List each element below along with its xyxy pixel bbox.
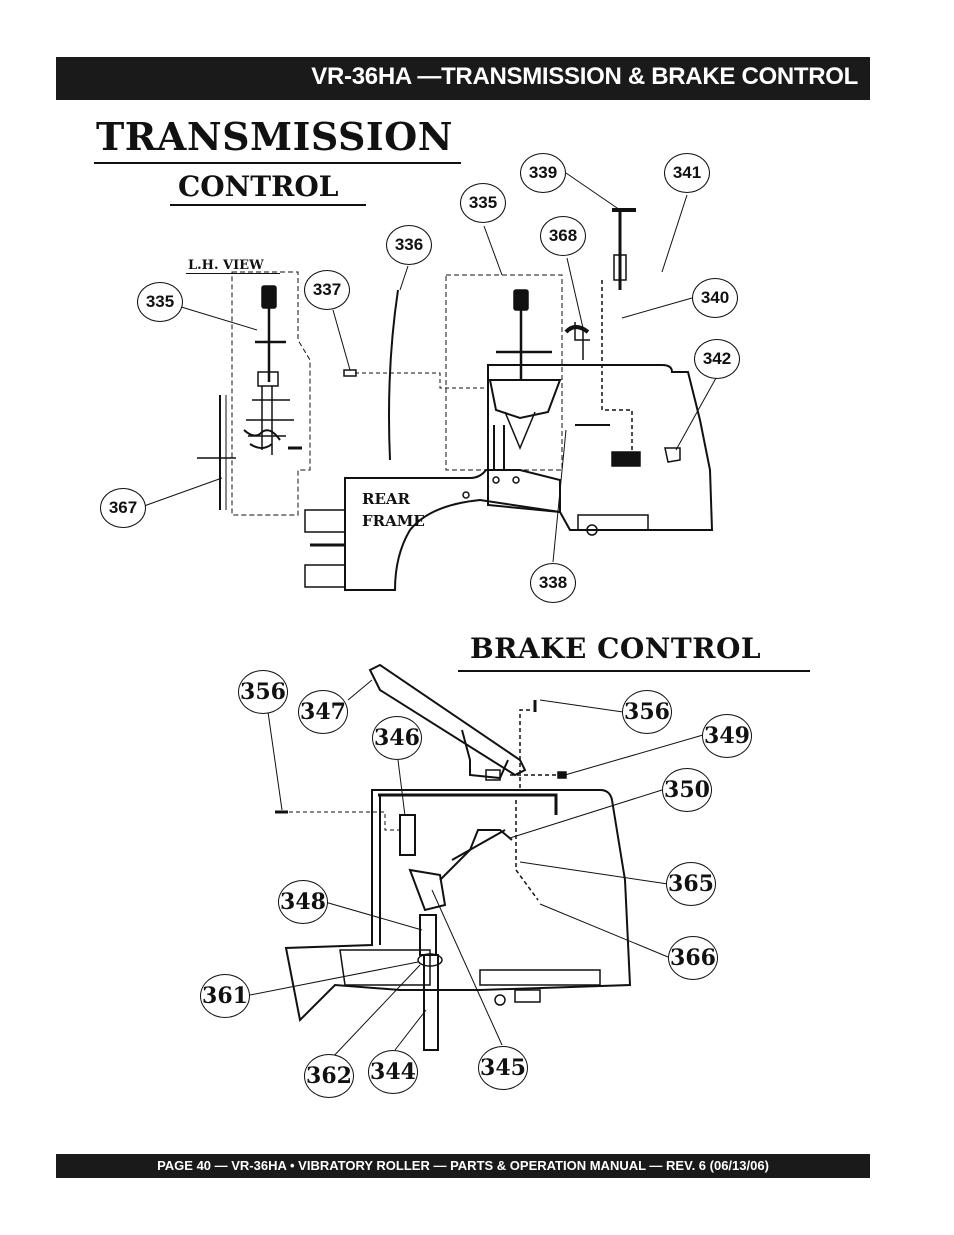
callout-335-main: 335 — [460, 183, 506, 223]
lh-view-label: L.H. VIEW — [188, 258, 264, 273]
callout-341: 341 — [664, 153, 710, 193]
page-header: VR-36HA —TRANSMISSION & BRAKE CONTROL — [56, 57, 870, 100]
page-footer: PAGE 40 — VR-36HA • VIBRATORY ROLLER — P… — [56, 1154, 870, 1178]
callout-335-lh: 335 — [137, 282, 183, 322]
page-title: VR-36HA —TRANSMISSION & BRAKE CONTROL — [311, 63, 858, 90]
callout-368: 368 — [540, 216, 586, 256]
callout-356-left: 356 — [238, 670, 288, 714]
transmission-frame — [304, 208, 714, 591]
callout-345: 345 — [478, 1046, 528, 1090]
callout-356-right: 356 — [622, 690, 672, 734]
rear-frame-label-2: FRAME — [362, 512, 425, 530]
lh-view-underline — [186, 273, 280, 274]
lh-view-assembly — [197, 271, 311, 516]
transmission-subtitle: CONTROL — [178, 170, 339, 203]
callout-347: 347 — [298, 690, 348, 734]
callout-348: 348 — [278, 880, 328, 924]
callout-367: 367 — [100, 488, 146, 528]
footer-text: PAGE 40 — VR-36HA • VIBRATORY ROLLER — P… — [157, 1158, 769, 1173]
callout-336: 336 — [386, 225, 432, 265]
callout-362: 362 — [304, 1054, 354, 1098]
brake-title-underline — [458, 670, 810, 672]
callout-346: 346 — [372, 716, 422, 760]
callout-337: 337 — [304, 270, 350, 310]
callout-344: 344 — [368, 1050, 418, 1094]
callout-342: 342 — [694, 339, 740, 379]
brake-frame — [275, 663, 632, 1051]
brake-title: BRAKE CONTROL — [470, 632, 762, 665]
callout-366: 366 — [668, 936, 718, 980]
callout-339: 339 — [520, 153, 566, 193]
callout-349: 349 — [702, 714, 752, 758]
transmission-title-underline — [94, 162, 461, 164]
callout-361: 361 — [200, 974, 250, 1018]
callout-365: 365 — [666, 862, 716, 906]
callout-350: 350 — [662, 768, 712, 812]
callout-338: 338 — [530, 563, 576, 603]
transmission-title: TRANSMISSION — [96, 114, 454, 159]
callout-340: 340 — [692, 278, 738, 318]
rear-frame-label-1: REAR — [362, 490, 411, 508]
transmission-subtitle-underline — [170, 204, 366, 206]
